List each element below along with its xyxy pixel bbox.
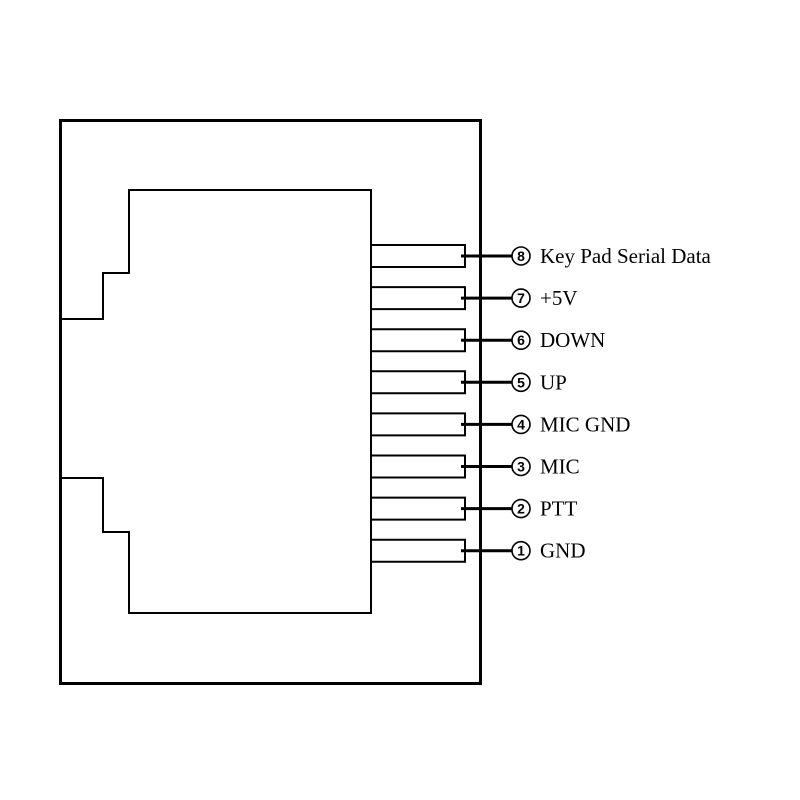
pin-contact [371,286,466,311]
pin-number: 5 [517,374,525,390]
pin-number-circle [511,246,531,266]
pin-label: DOWN [540,328,605,352]
pin-number-circle [511,498,531,519]
pin-contact [371,454,466,479]
socket-outline [62,189,372,614]
pin-number: 8 [517,248,525,264]
pin-label: Key Pad Serial Data [540,244,712,268]
pin-3: 3 MIC [371,454,580,479]
pin-number: 4 [517,416,525,432]
pin-number-circle [511,330,531,351]
pin-number-circle [511,540,531,561]
pin-label: MIC GND [540,412,630,436]
pin-number: 1 [517,543,525,559]
pin-label: UP [540,370,567,394]
pin-number-circle [511,414,531,435]
pin-label: +5V [540,286,578,310]
pin-contact [371,538,466,563]
pin-number: 2 [517,501,525,517]
pin-label: PTT [540,497,578,521]
pin-5: 5 UP [371,370,567,395]
pin-6: 6 DOWN [371,328,605,352]
pin-contact [371,244,466,268]
pin-contact [371,496,466,521]
pin-contact [371,412,466,437]
pin-number: 7 [517,290,525,306]
pin-4: 4 MIC GND [371,412,630,437]
pin-label: MIC [540,455,580,479]
pin-contact [371,328,466,353]
pin-2: 2 PTT [371,497,578,521]
pin-contact [371,370,466,395]
pin-label: GND [540,539,586,563]
pin-8: 8 Key Pad Serial Data [371,244,712,268]
pin-number-circle [511,456,531,477]
pin-number-circle [511,288,531,308]
pin-number: 3 [517,459,525,475]
pin-number-circle [511,372,531,393]
pin-7: 7 +5V [371,286,578,310]
connector-housing [59,119,482,685]
pin-number: 6 [517,332,525,348]
pin-1: 1 GND [371,538,586,563]
